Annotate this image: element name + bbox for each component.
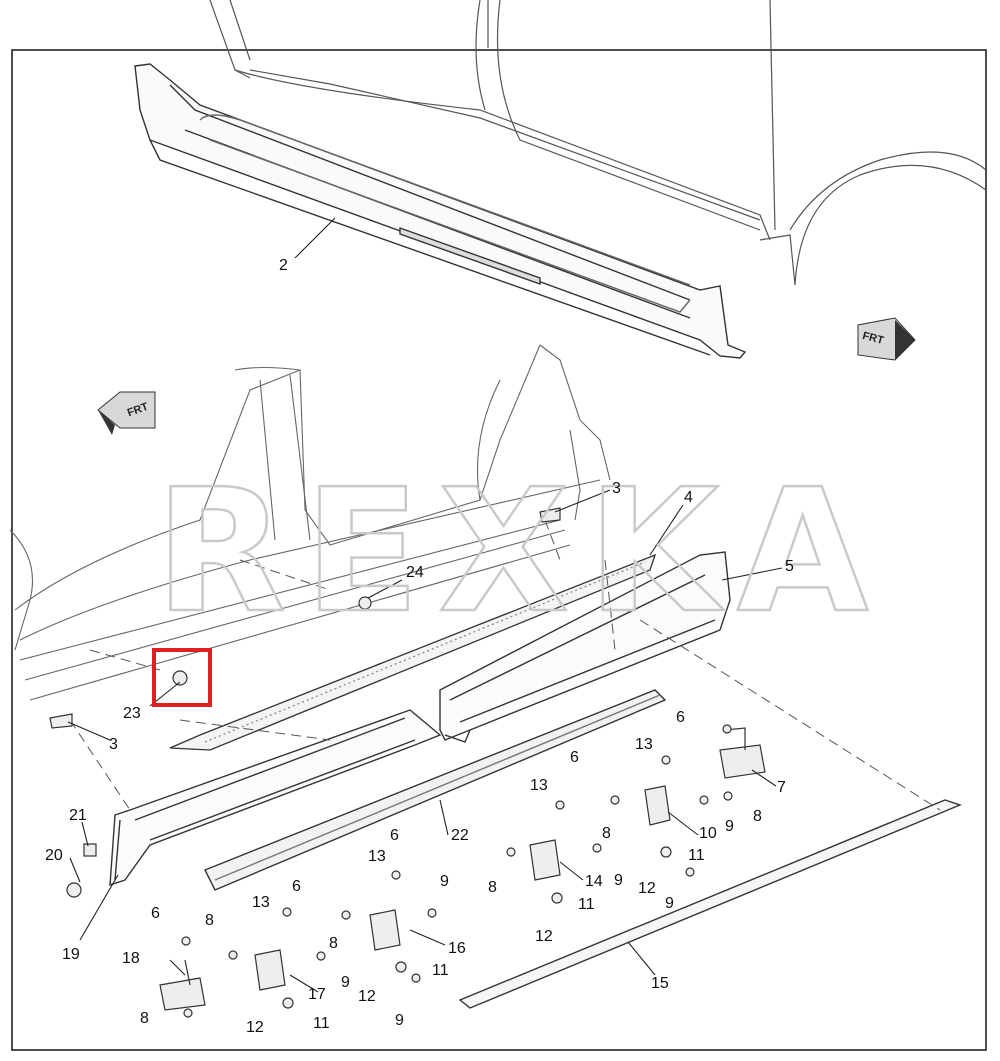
callout-8: 8 — [140, 1010, 149, 1027]
callout-8: 8 — [488, 879, 497, 896]
callout-13: 13 — [530, 777, 548, 794]
callout-21: 21 — [69, 807, 87, 824]
rocker-strip-part-4 — [169, 553, 657, 751]
callout-14: 14 — [585, 873, 603, 890]
callout-22: 22 — [451, 827, 469, 844]
callout-15: 15 — [651, 975, 669, 992]
callout-11: 11 — [688, 847, 705, 864]
lower-vehicle-body-outline — [9, 344, 611, 701]
callout-19: 19 — [62, 946, 80, 963]
watermark-text: REXKA — [155, 453, 886, 651]
front-direction-arrow-icon: FRT — [857, 317, 916, 361]
callout-9: 9 — [725, 818, 734, 835]
callout-11: 11 — [578, 896, 595, 913]
callout-13: 13 — [635, 736, 653, 753]
diagram-frame — [11, 49, 987, 1051]
fasteners-and-brackets — [49, 507, 766, 1018]
callout-6: 6 — [390, 827, 399, 844]
trim-strip-part-15 — [458, 799, 963, 1009]
callout-11: 11 — [432, 962, 449, 979]
rocker-panel-part-19 — [109, 709, 442, 886]
callout-9: 9 — [440, 873, 449, 890]
callout-12: 12 — [358, 988, 376, 1005]
rocker-molding-upper — [134, 63, 747, 359]
callout-4: 4 — [684, 489, 693, 506]
callout-6: 6 — [570, 749, 579, 766]
callout-leader-lines — [67, 217, 783, 993]
callout-6: 6 — [151, 905, 160, 922]
callout-9: 9 — [341, 974, 350, 991]
upper-vehicle-body-outline — [209, 0, 987, 286]
callout-5: 5 — [785, 558, 794, 575]
callout-9: 9 — [665, 895, 674, 912]
callout-13: 13 — [368, 848, 386, 865]
callout-9: 9 — [614, 872, 623, 889]
callout-12: 12 — [246, 1019, 264, 1036]
callout-16: 16 — [448, 940, 466, 957]
front-label-right: FRT — [861, 330, 885, 347]
callout-numbers: 2 3 3 4 5 6 6 6 6 6 7 8 8 8 8 8 8 9 9 9 … — [45, 257, 794, 1036]
callout-9: 9 — [395, 1012, 404, 1029]
callout-8: 8 — [753, 808, 762, 825]
front-direction-arrow-icon: FRT — [97, 391, 156, 435]
callout-8: 8 — [329, 935, 338, 952]
callout-8: 8 — [602, 825, 611, 842]
assembly-guide-lines — [69, 519, 941, 811]
support-rail-part-22 — [204, 689, 667, 891]
callout-23: 23 — [123, 705, 141, 722]
callout-3: 3 — [109, 736, 118, 753]
callout-13: 13 — [252, 894, 270, 911]
highlight-box-part-23 — [152, 648, 212, 707]
callout-17: 17 — [308, 986, 326, 1003]
callout-8: 8 — [205, 912, 214, 929]
callout-10: 10 — [699, 825, 717, 842]
callout-7: 7 — [777, 779, 786, 796]
callout-12: 12 — [535, 928, 553, 945]
callout-12: 12 — [638, 880, 656, 897]
callout-18: 18 — [122, 950, 140, 967]
callout-6: 6 — [292, 878, 301, 895]
callout-24: 24 — [406, 564, 424, 581]
callout-20: 20 — [45, 847, 63, 864]
rocker-panel-part-5 — [439, 551, 731, 743]
callout-11: 11 — [313, 1015, 330, 1032]
callout-2: 2 — [279, 257, 288, 274]
callout-3: 3 — [612, 480, 621, 497]
callout-6: 6 — [676, 709, 685, 726]
